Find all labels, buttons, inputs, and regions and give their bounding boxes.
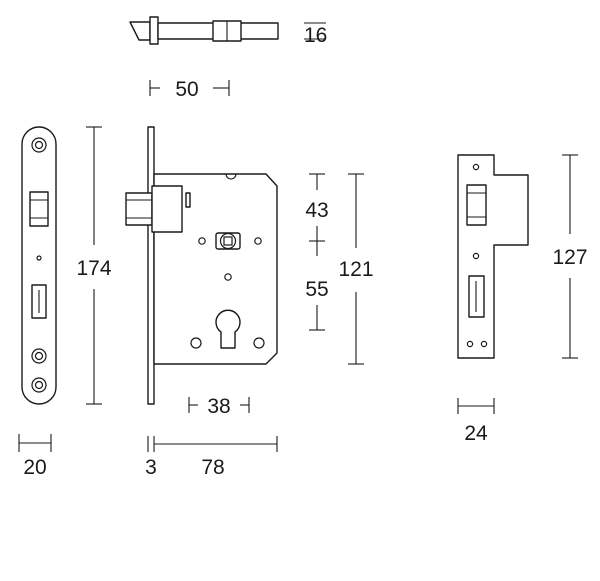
label-strike-height: 127 [552, 246, 587, 269]
label-cylinder-width: 38 [207, 395, 230, 418]
dim-top-and-bottom [309, 173, 325, 331]
dim-case-height [348, 173, 364, 365]
label-strike-width: 24 [464, 422, 488, 445]
label-bolt-thickness: 16 [304, 24, 327, 47]
label-case-depth: 78 [201, 456, 224, 479]
label-dist-bottom: 55 [305, 278, 328, 301]
label-dist-top: 43 [305, 199, 328, 222]
dim-bolt-thickness [304, 22, 326, 40]
latch-top-view [129, 16, 279, 45]
faceplate-front-view [21, 126, 57, 405]
dim-faceplate-height [86, 126, 102, 405]
strike-plate-view [457, 154, 529, 359]
label-face-thickness: 3 [145, 456, 157, 479]
label-case-height: 121 [338, 258, 373, 281]
dim-face-and-depth [147, 436, 278, 452]
lock-case-side-view [125, 126, 278, 405]
dim-strike-width [457, 398, 495, 414]
label-faceplate-height: 174 [76, 257, 111, 280]
dim-faceplate-width [18, 434, 52, 452]
dim-cylinder-width [188, 397, 250, 413]
label-faceplate-width: 20 [23, 456, 46, 479]
label-backset: 50 [175, 78, 198, 101]
dim-backset [149, 80, 230, 96]
dim-strike-height [562, 154, 578, 359]
